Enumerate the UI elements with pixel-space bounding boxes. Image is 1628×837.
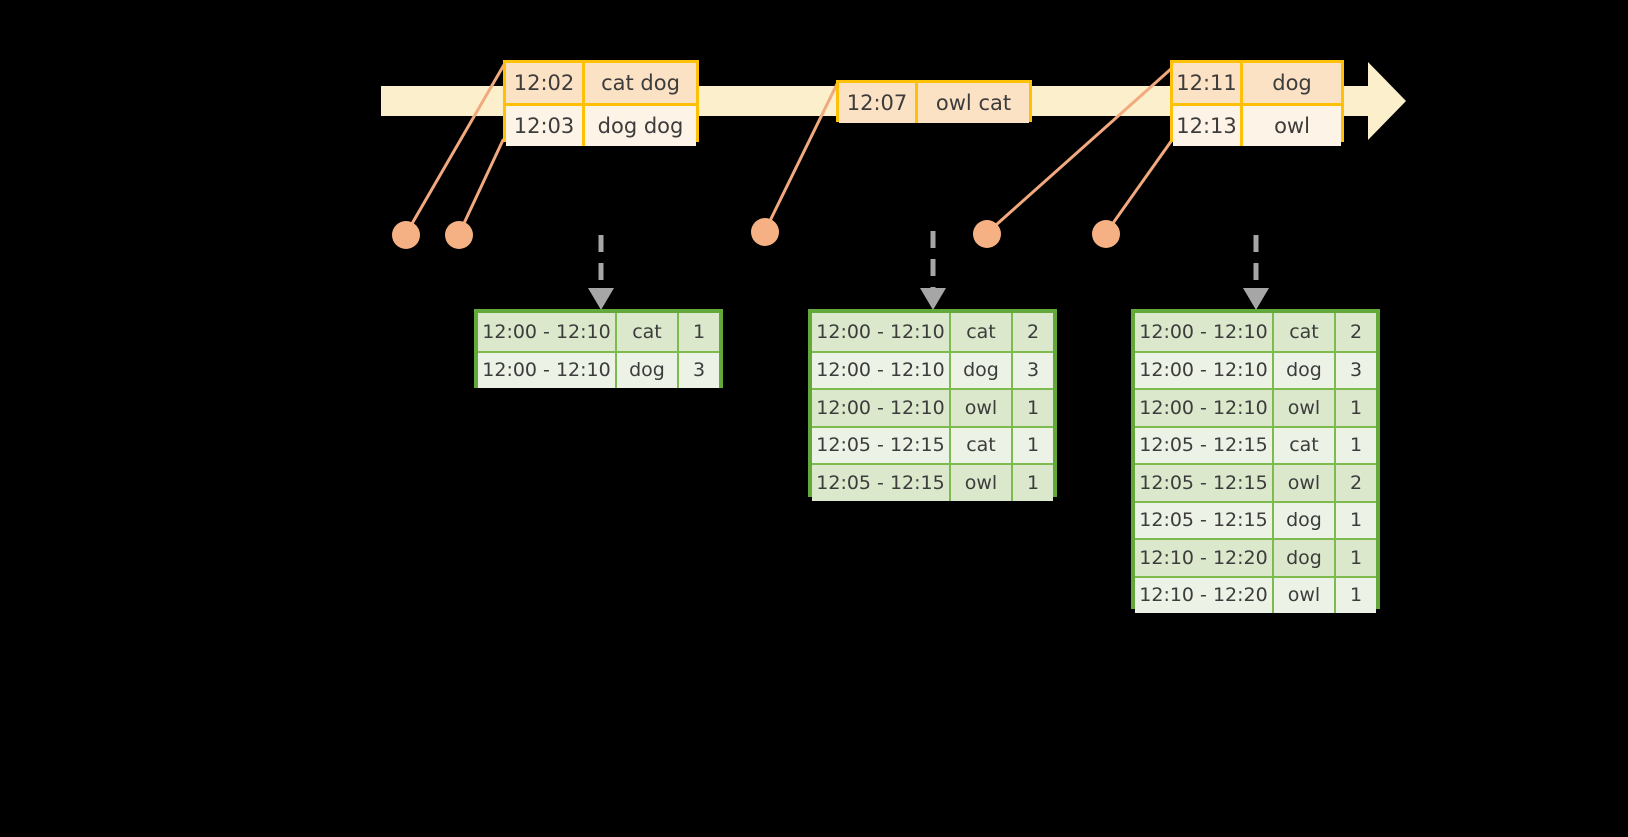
cell-window: 12:00 - 12:10: [812, 352, 951, 388]
table-row[interactable]: 12:00 - 12:10 cat 2: [1135, 313, 1376, 351]
result-table-2[interactable]: 12:00 - 12:10 cat 2 12:00 - 12:10 dog 3 …: [808, 309, 1057, 501]
event-time: 12:03: [506, 106, 585, 146]
event-row[interactable]: 12:13 owl: [1173, 103, 1341, 146]
cell-count: 1: [1026, 471, 1040, 494]
cell-count: 3: [692, 359, 706, 382]
event-time: 12:02: [506, 63, 585, 103]
table-row[interactable]: 12:00 - 12:10 dog 3: [1135, 350, 1376, 388]
cell-window: 12:05 - 12:15: [1135, 502, 1274, 538]
cell-word: dog: [1274, 540, 1336, 576]
cell-word: dog: [1274, 502, 1336, 538]
cell-count: 1: [1026, 396, 1040, 419]
table-row[interactable]: 12:00 - 12:10 dog 3: [812, 350, 1053, 388]
event-dot-3: [751, 218, 779, 246]
cell-window: 12:05 - 12:15: [1135, 465, 1274, 501]
cell-word: dog: [1274, 352, 1336, 388]
event-row[interactable]: 12:03 dog dog: [506, 103, 696, 146]
event-dot-5: [1092, 220, 1120, 248]
cell-window: 12:00 - 12:10: [478, 313, 617, 351]
event-dot-2: [445, 221, 473, 249]
cell-count: 1: [1349, 584, 1363, 607]
cell-window: 12:05 - 12:15: [812, 427, 951, 463]
cell-word: owl: [1274, 390, 1336, 426]
result-table-1[interactable]: 12:00 - 12:10 cat 1 12:00 - 12:10 dog 3: [474, 309, 723, 388]
event-box-2[interactable]: 12:07 owl cat: [836, 80, 1032, 123]
table-row[interactable]: 12:05 - 12:15 owl 2: [1135, 463, 1376, 501]
result-table-3[interactable]: 12:00 - 12:10 cat 2 12:00 - 12:10 dog 3 …: [1131, 309, 1380, 613]
event-dot-4: [973, 220, 1001, 248]
cell-count: 3: [1349, 359, 1363, 382]
table-row[interactable]: 12:00 - 12:10 cat 2: [812, 313, 1053, 351]
event-row[interactable]: 12:07 owl cat: [839, 83, 1029, 123]
cell-count: 2: [1026, 320, 1040, 343]
dashed-arrow-head-1: [588, 288, 614, 310]
event-words: cat dog: [601, 71, 680, 95]
connector-line-5: [1104, 138, 1174, 235]
table-row[interactable]: 12:00 - 12:10 cat 1: [478, 313, 719, 351]
event-dots: [392, 218, 1120, 249]
cell-count: 2: [1349, 471, 1363, 494]
table-row[interactable]: 12:00 - 12:10 owl 1: [1135, 388, 1376, 426]
cell-count: 1: [692, 320, 706, 343]
cell-word: owl: [951, 390, 1013, 426]
cell-word: cat: [1274, 427, 1336, 463]
cell-count: 3: [1026, 359, 1040, 382]
event-row[interactable]: 12:11 dog: [1173, 63, 1341, 103]
cell-word: cat: [1274, 313, 1336, 351]
cell-word: cat: [951, 313, 1013, 351]
cell-count: 2: [1349, 320, 1363, 343]
table-row[interactable]: 12:05 - 12:15 dog 1: [1135, 500, 1376, 538]
cell-window: 12:00 - 12:10: [812, 313, 951, 351]
event-time: 12:11: [1173, 63, 1243, 103]
event-words: dog: [1272, 71, 1312, 95]
table-row[interactable]: 12:05 - 12:15 owl 1: [812, 463, 1053, 501]
cell-window: 12:00 - 12:10: [1135, 352, 1274, 388]
cell-word: owl: [1274, 465, 1336, 501]
cell-window: 12:00 - 12:10: [1135, 313, 1274, 351]
event-words: owl cat: [935, 91, 1012, 115]
cell-window: 12:10 - 12:20: [1135, 577, 1274, 613]
cell-count: 1: [1349, 546, 1363, 569]
cell-window: 12:00 - 12:10: [812, 390, 951, 426]
dashed-arrow-heads: [588, 288, 1269, 310]
cell-window: 12:10 - 12:20: [1135, 540, 1274, 576]
cell-window: 12:00 - 12:10: [478, 352, 617, 388]
cell-window: 12:05 - 12:15: [1135, 427, 1274, 463]
cell-count: 1: [1349, 434, 1363, 457]
connector-line-1: [404, 61, 507, 236]
table-row[interactable]: 12:10 - 12:20 owl 1: [1135, 575, 1376, 613]
cell-window: 12:05 - 12:15: [812, 465, 951, 501]
event-box-1[interactable]: 12:02 cat dog 12:03 dog dog: [503, 60, 699, 146]
event-words: dog dog: [597, 114, 684, 138]
event-dot-1: [392, 221, 420, 249]
cell-count: 1: [1026, 434, 1040, 457]
event-time: 12:07: [839, 83, 918, 123]
cell-word: dog: [951, 352, 1013, 388]
connector-line-3: [763, 80, 840, 233]
event-time: 12:13: [1173, 106, 1243, 146]
cell-word: cat: [617, 313, 679, 351]
table-row[interactable]: 12:00 - 12:10 owl 1: [812, 388, 1053, 426]
table-row[interactable]: 12:05 - 12:15 cat 1: [1135, 425, 1376, 463]
event-box-3[interactable]: 12:11 dog 12:13 owl: [1170, 60, 1344, 146]
cell-word: owl: [1274, 577, 1336, 613]
dashed-arrow-head-3: [1243, 288, 1269, 310]
dashed-arrows: [598, 231, 1259, 292]
table-row[interactable]: 12:05 - 12:15 cat 1: [812, 425, 1053, 463]
table-row[interactable]: 12:10 - 12:20 dog 1: [1135, 538, 1376, 576]
cell-count: 1: [1349, 396, 1363, 419]
dashed-arrow-head-2: [920, 288, 946, 310]
cell-word: cat: [951, 427, 1013, 463]
cell-word: owl: [951, 465, 1013, 501]
event-words: owl: [1274, 114, 1310, 138]
table-row[interactable]: 12:00 - 12:10 dog 3: [478, 350, 719, 388]
cell-window: 12:00 - 12:10: [1135, 390, 1274, 426]
cell-count: 1: [1349, 509, 1363, 532]
event-row[interactable]: 12:02 cat dog: [506, 63, 696, 103]
cell-word: dog: [617, 352, 679, 388]
connector-line-2: [457, 138, 505, 236]
